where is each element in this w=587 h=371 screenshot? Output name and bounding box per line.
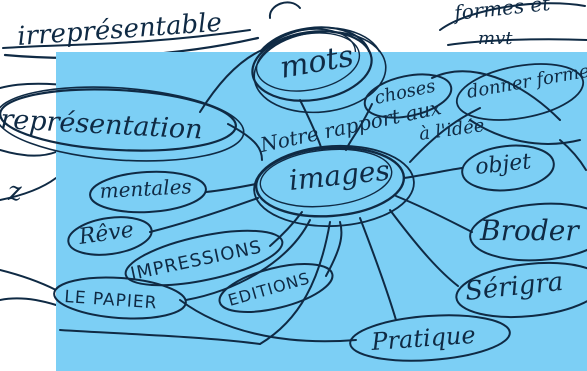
word-mentales: mentales bbox=[99, 174, 192, 203]
ink-strokes bbox=[0, 30, 587, 362]
word-objet: objet bbox=[474, 149, 532, 180]
word-mvt: mvt bbox=[478, 28, 513, 49]
word-z-fragment: z bbox=[7, 177, 22, 207]
word-broderie: Broder bbox=[479, 214, 580, 247]
